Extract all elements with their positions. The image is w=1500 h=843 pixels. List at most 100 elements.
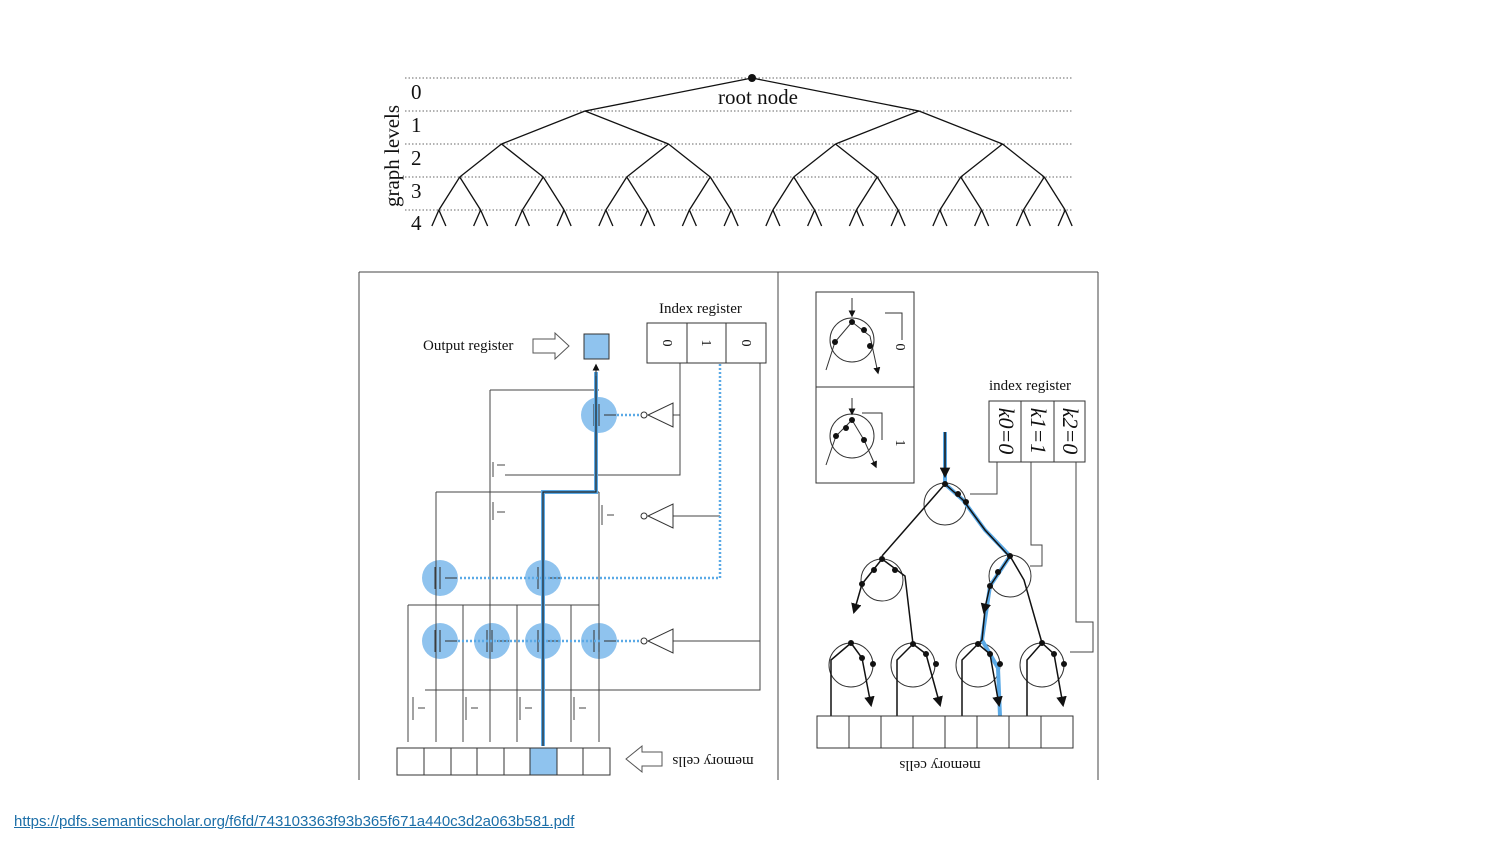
index-key-2: k2=0 [1058,408,1083,455]
right-switch-panel: 0 1 index register k0=0 k1=1 k2=0 [815,291,1094,773]
tree-edge [793,176,816,211]
select-lines [458,364,722,643]
level-gridlines [405,77,1072,211]
tree-leaf-edge [730,209,739,227]
tree-leaf-edge [939,209,948,227]
tree-leaf-edge [814,209,823,227]
tree-edge [668,143,711,178]
tree-leaf-edge [848,209,857,227]
tree-leaf-edge [765,209,774,227]
tree-edge [960,143,1003,178]
right-memory-cells [816,715,1074,749]
right-selected-path [943,432,1013,717]
switch-dots [848,481,1067,667]
tree-edge [626,176,649,211]
output-register-box [583,333,610,360]
tree-leaf-edge [605,209,614,227]
root-node [748,74,756,82]
tree-leaf-edge [431,209,440,227]
right-index-register-title: index register [989,378,1071,394]
output-register-label: Output register [423,338,513,354]
tree-leaf-edge [563,209,572,227]
highlight-circles [422,397,617,659]
tree-edge [939,176,962,211]
tree-leaf-edge [1022,209,1031,227]
tree-leaf-edge [1015,209,1024,227]
tree-edge [521,176,544,211]
index-register [646,322,767,364]
level-label-3: 3 [411,179,422,203]
tree-edge [584,110,669,145]
tree-leaf-edge [723,209,732,227]
level-label-2: 2 [411,146,422,170]
index-key-0: k0=0 [994,408,1019,455]
left-circuit-panel: Output register Index register 0 1 0 mem… [396,301,767,776]
tree-leaf-edge [890,209,899,227]
tree-leaf-edge [932,209,941,227]
figure-frame [358,271,1099,780]
legend-dots [832,319,873,443]
tree-leaf-edge [897,209,906,227]
index-bit-2: 0 [738,340,753,347]
tree-edge [709,176,732,211]
tree-edge [459,176,482,211]
tree-edge [605,176,628,211]
level-label-0: 0 [411,80,422,104]
tree-edge [835,143,878,178]
legend-label-1: 1 [892,440,907,447]
tree-edge [542,176,565,211]
tree-edge [772,176,795,211]
tree-edge [876,176,899,211]
tree-edge [584,77,753,112]
tree-leaf-edge [521,209,530,227]
output-register-arrow [532,331,570,361]
tree-edge [688,176,711,211]
tree-edge [1043,176,1066,211]
tree-edge [751,77,920,112]
tree-leaf-edge [1064,209,1073,227]
left-memory-cells [396,747,611,776]
tree-edge [918,110,1003,145]
binary-tree: root node graph levels 0 1 2 3 4 [380,74,1073,235]
tree-leaf-edge [598,209,607,227]
right-memory-cells-label: memory cells [899,757,980,773]
tree-edge [855,176,878,211]
tree-edge [960,176,983,211]
tree-leaf-edge [647,209,656,227]
tree-edge [459,143,502,178]
graph-levels-axis-label: graph levels [380,105,404,207]
tree-leaf-edge [438,209,447,227]
right-index-register [988,400,1086,463]
tree-leaf-edge [981,209,990,227]
tree-leaf-edge [480,209,489,227]
tree-leaf-edge [807,209,816,227]
tree-edge [626,143,669,178]
circuit-wires [407,363,761,742]
tree-leaf-edge [974,209,983,227]
tree-leaf-edge [640,209,649,227]
tree-edge [501,110,586,145]
tree-leaf-edge [681,209,690,227]
root-node-label: root node [718,85,798,109]
tree-leaf-edge [688,209,697,227]
tree-leaf-edge [514,209,523,227]
tree-edge [1022,176,1045,211]
tree-edge [1002,143,1045,178]
tree-edge [835,110,920,145]
transistor-symbols [434,404,616,652]
index-register-title: Index register [659,301,742,317]
index-key-1: k1=1 [1026,408,1051,455]
level-label-1: 1 [411,113,422,137]
tree-leaf-edge [556,209,565,227]
source-link[interactable]: https://pdfs.semanticscholar.org/f6fd/74… [14,813,575,830]
memory-cells-arrow [625,744,663,774]
control-lines [970,462,1094,653]
tree-leaf-edge [772,209,781,227]
tree-leaf-edge [473,209,482,227]
tree-leaf-edge [1057,209,1066,227]
level-label-4: 4 [411,211,422,235]
inverters [640,402,674,654]
tree-edges [431,77,1073,227]
legend-label-0: 0 [892,344,907,351]
